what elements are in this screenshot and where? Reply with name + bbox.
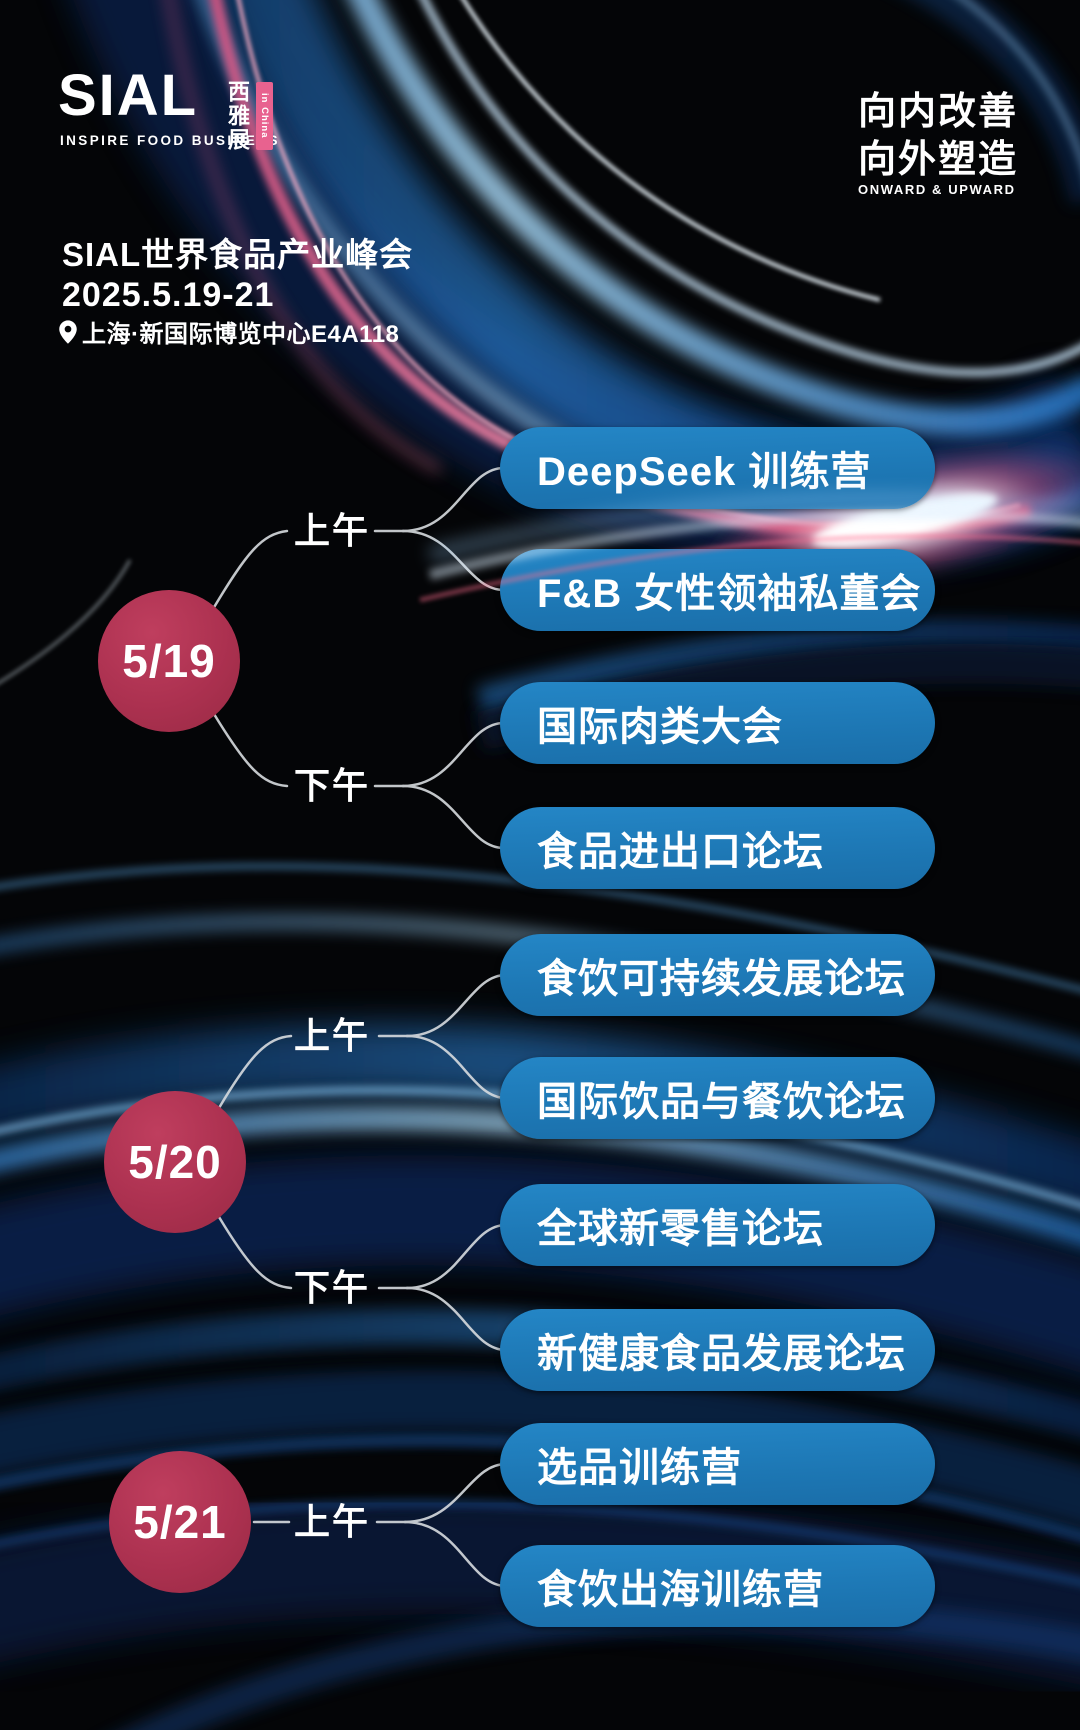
event-pill-new-retail-forum: 全球新零售论坛 xyxy=(500,1184,935,1266)
event-pill-selection-camp: 选品训练营 xyxy=(500,1423,935,1505)
motto-line3: ONWARD & UPWARD xyxy=(858,182,1016,197)
time-label-520-pm: 下午 xyxy=(293,1267,370,1308)
sial-logo: SIAL xyxy=(58,63,199,128)
logo-in-china-badge: in China xyxy=(256,82,273,150)
event-pill-health-food-forum: 新健康食品发展论坛 xyxy=(500,1309,935,1391)
event-venue: 上海·新国际博览中心E4A118 xyxy=(58,314,399,349)
location-pin-icon xyxy=(59,319,77,344)
event-pill-beverage-forum: 国际饮品与餐饮论坛 xyxy=(500,1057,935,1139)
event-pill-sustainability-forum: 食饮可持续发展论坛 xyxy=(500,934,935,1016)
logo-tagline: INSPIRE FOOD BUSINESS xyxy=(60,133,280,148)
event-pill-import-export-forum: 食品进出口论坛 xyxy=(500,807,935,889)
time-label-520-am: 上午 xyxy=(293,1015,370,1056)
event-pill-deepseek-camp: DeepSeek 训练营 xyxy=(500,427,935,509)
time-label-519-pm: 下午 xyxy=(293,765,370,806)
time-label-519-am: 上午 xyxy=(293,510,370,551)
event-pill-fb-women-leaders: F&B 女性领袖私董会 xyxy=(500,549,935,631)
event-title: SIAL世界食品产业峰会 xyxy=(62,236,414,273)
event-pill-overseas-camp: 食饮出海训练营 xyxy=(500,1545,935,1627)
motto-line2: 向外塑造 xyxy=(858,139,1019,181)
venue-text: 上海·新国际博览中心E4A118 xyxy=(82,321,400,348)
event-pill-meat-congress: 国际肉类大会 xyxy=(500,682,935,764)
date-circle-519: 5/19 xyxy=(98,590,240,732)
event-dates: 2025.5.19-21 xyxy=(62,276,275,314)
time-label-521-am: 上午 xyxy=(293,1501,370,1542)
date-circle-520: 5/20 xyxy=(104,1091,246,1233)
motto-line1: 向内改善 xyxy=(858,91,1019,133)
date-circle-521: 5/21 xyxy=(109,1451,251,1593)
logo-cn-vertical: 西雅展 xyxy=(225,80,250,152)
